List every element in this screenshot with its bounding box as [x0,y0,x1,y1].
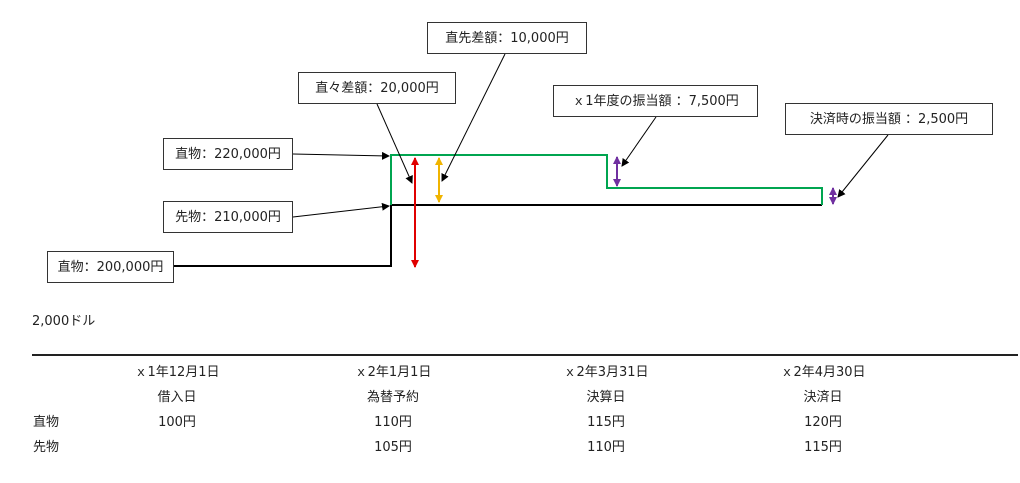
col-forward-rate: 115円 [804,440,842,455]
spot-value-line [390,154,823,205]
callout-spot-initial: 直物：200,000円 [47,251,174,283]
leader-allocation-year1 [621,116,657,167]
col-event: 借入日 [157,390,197,405]
col-forward-rate: 105円 [374,440,412,455]
callout-allocation-settlement: 決済時の振当額 ：2,500円 [785,103,993,135]
callout-spot-contract: 直物：220,000円 [163,138,293,170]
callout-spot-forward-diff: 直先差額：10,000円 [427,22,587,54]
callout-spot-spot-diff: 直々差額：20,000円 [298,72,456,104]
col-spot-rate: 100円 [158,415,196,430]
leader-forward-contract [292,202,390,218]
callout-allocation-year1: ｘ1年度の振当額 ：7,500円 [553,85,758,117]
col-date: ｘ2年1月1日 [354,365,432,380]
col-date: ｘ2年3月31日 [563,365,649,380]
col-date: ｘ1年12月1日 [134,365,220,380]
col-spot-rate: 115円 [587,415,625,430]
leader-spot-forward-diff [441,53,506,182]
leader-spot-spot-diff [376,103,413,184]
table-divider [32,354,1018,356]
row-label-forward: 先物 [33,440,60,455]
col-spot-rate: 120円 [804,415,842,430]
row-label-spot: 直物 [33,415,60,430]
amount-label: 2,000ドル [32,314,96,329]
col-event: 決算日 [586,390,626,405]
callout-forward-contract: 先物：210,000円 [163,201,293,233]
col-event: 為替予約 [366,390,420,405]
col-event: 決済日 [803,390,843,405]
forward-value-line [174,204,822,267]
col-spot-rate: 110円 [374,415,412,430]
leader-spot-contract [292,151,390,160]
col-forward-rate: 110円 [587,440,625,455]
leader-allocation-settlement [837,134,889,198]
col-date: ｘ2年4月30日 [780,365,866,380]
